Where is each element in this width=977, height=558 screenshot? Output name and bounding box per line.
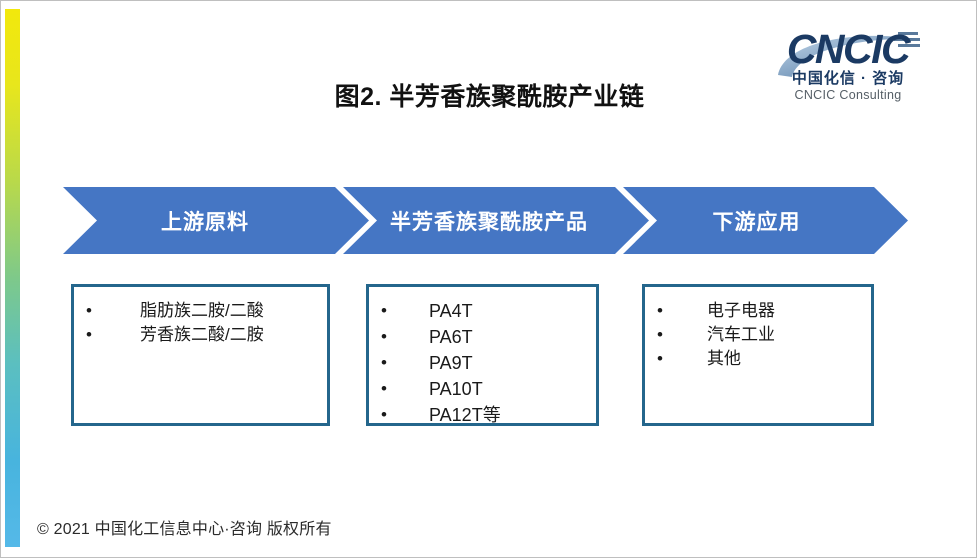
copyright-footer: © 2021 中国化工信息中心·咨询 版权所有 xyxy=(37,521,332,538)
upstream-item-list: • 脂肪族二胺/二酸 • 芳香族二酸/二胺 xyxy=(86,299,317,347)
list-item-label: 汽车工业 xyxy=(707,325,775,345)
list-item-label: 其他 xyxy=(707,349,741,369)
bullet-icon: • xyxy=(86,325,92,345)
list-item-label: PA10T xyxy=(429,378,483,399)
list-item-label: PA6T xyxy=(429,326,473,347)
bullet-icon: • xyxy=(657,349,663,369)
list-item-label: PA4T xyxy=(429,301,473,321)
list-item-label: 芳香族二酸/二胺 xyxy=(140,325,264,345)
products-item-list: • PA4T • PA6T • PA9T • PA10T • PA12T等 xyxy=(381,299,586,429)
list-item: • 汽车工业 xyxy=(657,323,861,347)
list-item: • PA10T xyxy=(381,377,586,403)
bullet-icon: • xyxy=(657,325,663,345)
list-item: • 芳香族二酸/二胺 xyxy=(86,323,317,347)
list-item: • 其他 xyxy=(657,347,861,371)
content-box-products: • PA4T • PA6T • PA9T • PA10T • PA12T等 xyxy=(366,284,599,426)
logo-wordmark: CNCIC xyxy=(786,26,911,72)
chevron-stage-downstream-label: 下游应用 xyxy=(712,210,801,234)
chevron-stage-upstream-label: 上游原料 xyxy=(161,210,249,234)
chevron-stage-products: 半芳香族聚酰胺产品 xyxy=(343,187,649,254)
list-item: • 电子电器 xyxy=(657,299,861,323)
list-item-label: 脂肪族二胺/二酸 xyxy=(140,301,264,320)
chevron-stage-products-label: 半芳香族聚酰胺产品 xyxy=(390,210,588,234)
list-item: • 脂肪族二胺/二酸 xyxy=(86,299,317,323)
list-item: • PA4T xyxy=(381,299,586,325)
bullet-icon: • xyxy=(381,301,387,320)
left-accent-gradient-bar xyxy=(5,9,20,547)
list-item-label: 电子电器 xyxy=(707,301,775,320)
logo-chinese-text: 中国化信 · 咨询 xyxy=(791,70,905,87)
bullet-icon: • xyxy=(86,301,92,320)
chevron-stage-downstream: 下游应用 xyxy=(623,187,908,254)
list-item-label: PA9T xyxy=(429,352,473,373)
content-box-downstream: • 电子电器 • 汽车工业 • 其他 xyxy=(642,284,874,426)
list-item: • PA9T xyxy=(381,351,586,377)
page-title: 图2. 半芳香族聚酰胺产业链 xyxy=(334,83,645,111)
downstream-item-list: • 电子电器 • 汽车工业 • 其他 xyxy=(657,299,861,371)
chevron-stage-upstream: 上游原料 xyxy=(63,187,369,254)
bullet-icon: • xyxy=(381,378,387,398)
bullet-icon: • xyxy=(381,404,387,424)
list-item: • PA6T xyxy=(381,325,586,351)
bullet-icon: • xyxy=(657,301,663,320)
content-box-upstream: • 脂肪族二胺/二酸 • 芳香族二酸/二胺 xyxy=(71,284,330,426)
logo-english-text: CNCIC Consulting xyxy=(794,88,902,102)
bullet-icon: • xyxy=(381,352,387,372)
list-item: • PA12T等 xyxy=(381,403,586,429)
value-chain-chevron-band: 上游原料 半芳香族聚酰胺产品 下游应用 xyxy=(63,187,908,254)
bullet-icon: • xyxy=(381,326,387,346)
list-item-label: PA12T等 xyxy=(429,404,501,425)
